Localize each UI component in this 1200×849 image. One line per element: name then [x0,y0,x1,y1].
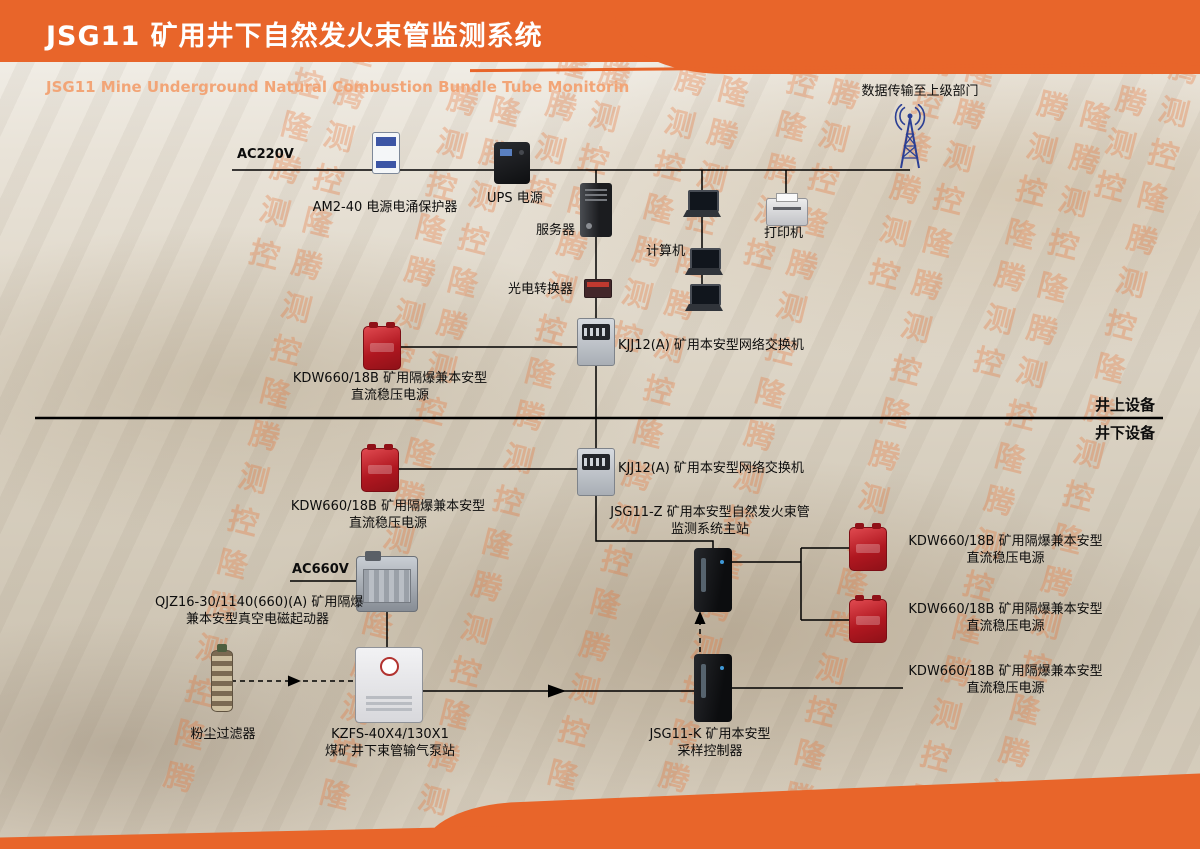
psu-icon [849,523,887,571]
computer-label: 计算机 [646,244,686,259]
surge-protector-icon [372,132,400,174]
psu-surface-label: KDW660/18B 矿用隔爆兼本安型 直流稳压电源 [292,371,488,403]
psu-icon [361,444,399,492]
surface-zone-label: 井上设备 [1095,396,1156,414]
ac660v-label: AC660V [292,562,349,577]
optical-converter-label: 光电转换器 [508,282,574,297]
main-station-label: JSG11-Z 矿用本安型自然发火束管 监测系统主站 [610,505,810,537]
psu-icon [363,322,401,370]
underground-zone-label: 井下设备 [1095,424,1156,442]
psu-right3-label: KDW660/18B 矿用隔爆兼本安型 直流稳压电源 [908,664,1103,696]
ups-icon [494,142,530,184]
sampling-controller-label: JSG11-K 矿用本安型 采样控制器 [649,727,771,759]
computer-icon [683,190,721,217]
psu-icon [849,595,887,643]
server-icon [580,183,612,237]
network-switch-icon [577,318,615,366]
ups-label: UPS 电源 [487,191,543,206]
computer-icon [685,248,723,275]
uplink-label: 数据传输至上级部门 [861,84,979,99]
pump-station-icon [355,647,423,723]
pump-station-label: KZFS-40X4/130X1 煤矿井下束管输气泵站 [324,727,455,759]
network-switch-surface-label: KJJ12(A) 矿用本安型网络交换机 [618,338,804,353]
psu-underground-label: KDW660/18B 矿用隔爆兼本安型 直流稳压电源 [290,499,486,531]
sampling-controller-icon [694,654,732,722]
printer-icon [766,193,808,226]
antenna-icon [882,103,938,176]
vacuum-starter-icon [356,551,418,612]
network-switch-icon [577,448,615,496]
network-switch-underground-label: KJJ12(A) 矿用本安型网络交换机 [618,461,804,476]
ac220v-label: AC220V [237,147,294,162]
page-subtitle: JSG11 Mine Underground Natural Combustio… [46,78,630,96]
header-corner-shape [615,0,1200,74]
surge-protector-label: AM2-40 电源电涌保护器 [312,200,458,215]
server-label: 服务器 [536,223,576,238]
psu-right2-label: KDW660/18B 矿用隔爆兼本安型 直流稳压电源 [908,602,1103,634]
computer-icon [685,284,723,311]
psu-right1-label: KDW660/18B 矿用隔爆兼本安型 直流稳压电源 [908,534,1103,566]
optical-converter-icon [584,279,612,298]
page-title: JSG11 矿用井下自然发火束管监测系统 [46,21,543,52]
main-station-icon [694,548,732,612]
vacuum-starter-label: QJZ16-30/1140(660)(A) 矿用隔爆 兼本安型真空电磁起动器 [155,595,364,627]
printer-label: 打印机 [764,226,804,241]
dust-filter-icon [211,644,233,712]
dust-filter-label: 粉尘过滤器 [190,727,256,742]
